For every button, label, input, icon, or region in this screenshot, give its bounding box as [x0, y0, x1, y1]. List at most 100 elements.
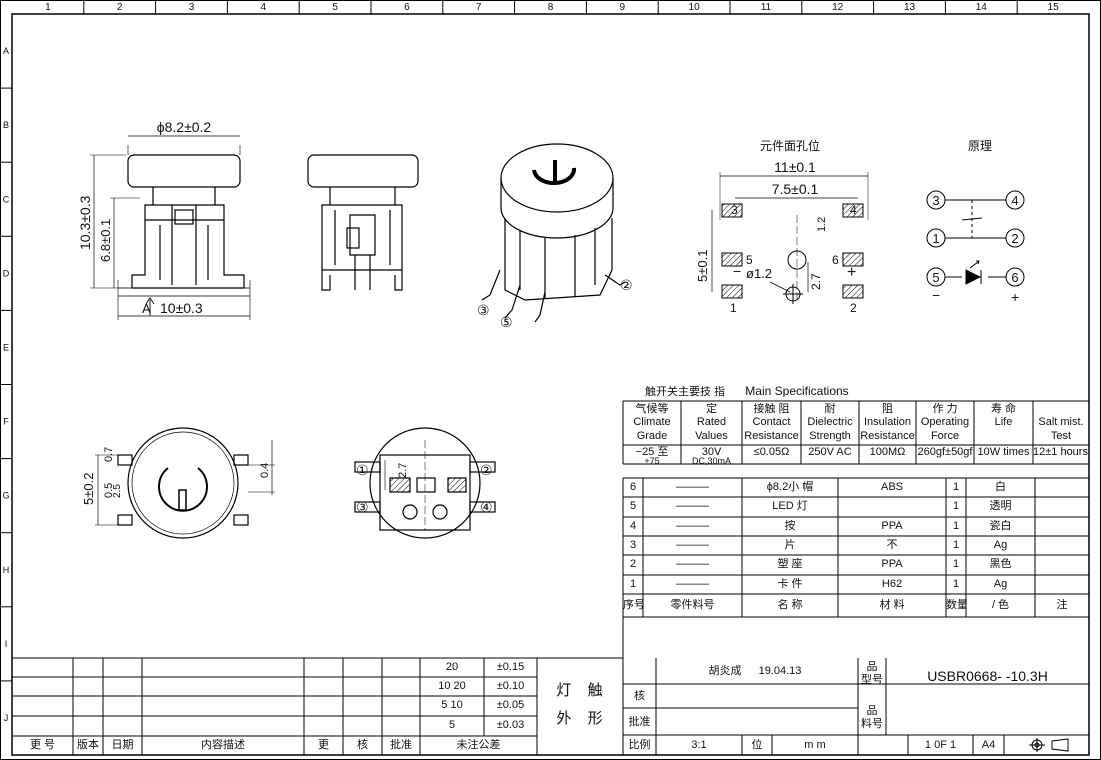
- principle-pin-2: 2: [1011, 231, 1018, 246]
- bom-cell-part: ———: [676, 520, 709, 532]
- spec-header-en2: Resistance: [744, 430, 799, 442]
- top-dim-right: 0.4: [259, 463, 271, 478]
- pcb-dim-hole: ø1.2: [746, 266, 772, 281]
- row-label: C: [3, 194, 10, 204]
- bom-cell-material: PPA: [881, 558, 903, 570]
- pcb-pad-5: 5: [746, 253, 753, 267]
- pcb-title: 元件面孔位: [760, 138, 820, 153]
- spec-value: 100MΩ: [869, 446, 906, 458]
- bottom-pin-4: ④: [480, 499, 493, 515]
- bom-cell-qty: 1: [952, 578, 960, 590]
- spec-header-en: Rated: [696, 416, 727, 428]
- row-label: I: [5, 639, 8, 649]
- tolerance-value: ±0.10: [496, 680, 525, 692]
- column-label: 6: [404, 2, 410, 13]
- bom-cell-no: 3: [629, 539, 637, 551]
- bottom-pin-3: ③: [356, 499, 369, 515]
- spec-header-en2: Force: [930, 430, 960, 442]
- column-label: 9: [620, 2, 626, 13]
- principle-pin-6: 6: [1011, 270, 1018, 285]
- paper-size: A4: [981, 739, 996, 751]
- tolerance-value: ±0.15: [496, 661, 525, 673]
- spec-header-cn: 气候等: [635, 403, 669, 415]
- part-label-a: 品: [866, 705, 878, 717]
- isometric-view: [481, 143, 626, 323]
- rev-header-description: 内容描述: [201, 739, 245, 751]
- spec-header-cn: 接触 阻: [753, 403, 790, 415]
- tolerance-range: 5: [448, 719, 456, 731]
- spec-header-cn: 耐: [824, 403, 836, 415]
- bom-cell-part: ———: [676, 481, 709, 493]
- bottom-pin-1: ①: [356, 462, 369, 478]
- bom-cell-material: ABS: [880, 481, 903, 493]
- spec-header-en: Life: [994, 416, 1013, 428]
- column-label: 14: [976, 2, 988, 13]
- bottom-view: [354, 427, 496, 539]
- spec-header-cn: 定: [706, 403, 717, 415]
- rev-header-date: 日期: [111, 739, 134, 751]
- row-label: G: [2, 491, 9, 501]
- spec-value: ≤0.05Ω: [753, 446, 790, 458]
- pcb-dim-offset: 2.7: [809, 273, 823, 290]
- spec-title-cn: 触开关主要技 指: [644, 386, 726, 398]
- bom-cell-color: Ag: [993, 539, 1008, 551]
- row-label: A: [3, 46, 9, 56]
- top-dim-b: 0.5: [103, 483, 115, 498]
- bom-cell-qty: 1: [952, 558, 960, 570]
- scale-value: 3:1: [691, 739, 707, 751]
- pcb-layout: [711, 172, 869, 304]
- approve-label: 批准: [628, 716, 651, 728]
- tolerance-label: 未注公差: [456, 739, 501, 751]
- spec-value-sub: DC,30mA: [691, 456, 731, 466]
- spec-header-en: Dielectric: [807, 416, 853, 428]
- pcb-pad-2: 2: [850, 301, 857, 315]
- bom-cell-name: ϕ8.2小 帽: [766, 481, 814, 493]
- pcb-dim-mid: 7.5±0.1: [772, 181, 819, 197]
- spec-title-en: Main Specifications: [745, 385, 849, 397]
- principle-pin-4: 4: [1011, 193, 1018, 208]
- column-label: 12: [832, 2, 844, 13]
- spec-value: −25 至: [635, 446, 669, 458]
- bom-cell-no: 5: [629, 500, 637, 512]
- revision-grid: [12, 657, 623, 755]
- spec-value: 10W times: [977, 446, 1030, 458]
- row-label: E: [3, 342, 9, 352]
- column-label: 13: [904, 2, 916, 13]
- spec-header-en: Operating: [920, 416, 970, 428]
- iso-pin-2: ②: [620, 277, 633, 293]
- bom-cell-name: 按: [784, 520, 796, 532]
- bom-cell-color: 透明: [989, 500, 1012, 512]
- side-view: [307, 154, 419, 291]
- column-label: 5: [332, 2, 338, 13]
- projection-symbol: [1029, 738, 1069, 752]
- tolerance-value: ±0.05: [496, 699, 525, 711]
- bom-cell-qty: 1: [952, 500, 960, 512]
- bom-cell-no: 6: [629, 481, 637, 493]
- design-date: 19.04.13: [758, 665, 802, 677]
- bom-cell-color: 白: [995, 481, 1006, 493]
- bom-cell-no: 1: [629, 578, 637, 590]
- column-label: 8: [548, 2, 554, 13]
- bom-header-qty: 数量: [946, 599, 966, 611]
- bom-cell-color: 瓷白: [989, 520, 1012, 532]
- bom-cell-no: 2: [629, 558, 637, 570]
- model-number: USBR0668- -10.3H: [927, 668, 1048, 684]
- column-label: 15: [1048, 2, 1060, 13]
- principle-pin-3: 3: [932, 193, 939, 208]
- front-section-mark: A: [142, 301, 151, 316]
- rev-header-change-no: 更 号: [29, 739, 56, 751]
- row-label: J: [4, 713, 9, 723]
- column-label: 3: [189, 2, 195, 13]
- model-label-b: 型号: [861, 674, 883, 686]
- rev-header-check: 核: [357, 739, 368, 751]
- model-label-a: 品: [866, 661, 878, 673]
- bom-cell-part: ———: [676, 539, 709, 551]
- product-name-line2: 外 形: [556, 710, 609, 727]
- check-label: 核: [634, 690, 645, 702]
- front-dim-width: ϕ8.2±0.2: [157, 119, 212, 135]
- spec-header-en2: Test: [1050, 430, 1072, 442]
- front-view: [90, 135, 251, 320]
- pcb-dim-total: 11±0.1: [774, 159, 816, 175]
